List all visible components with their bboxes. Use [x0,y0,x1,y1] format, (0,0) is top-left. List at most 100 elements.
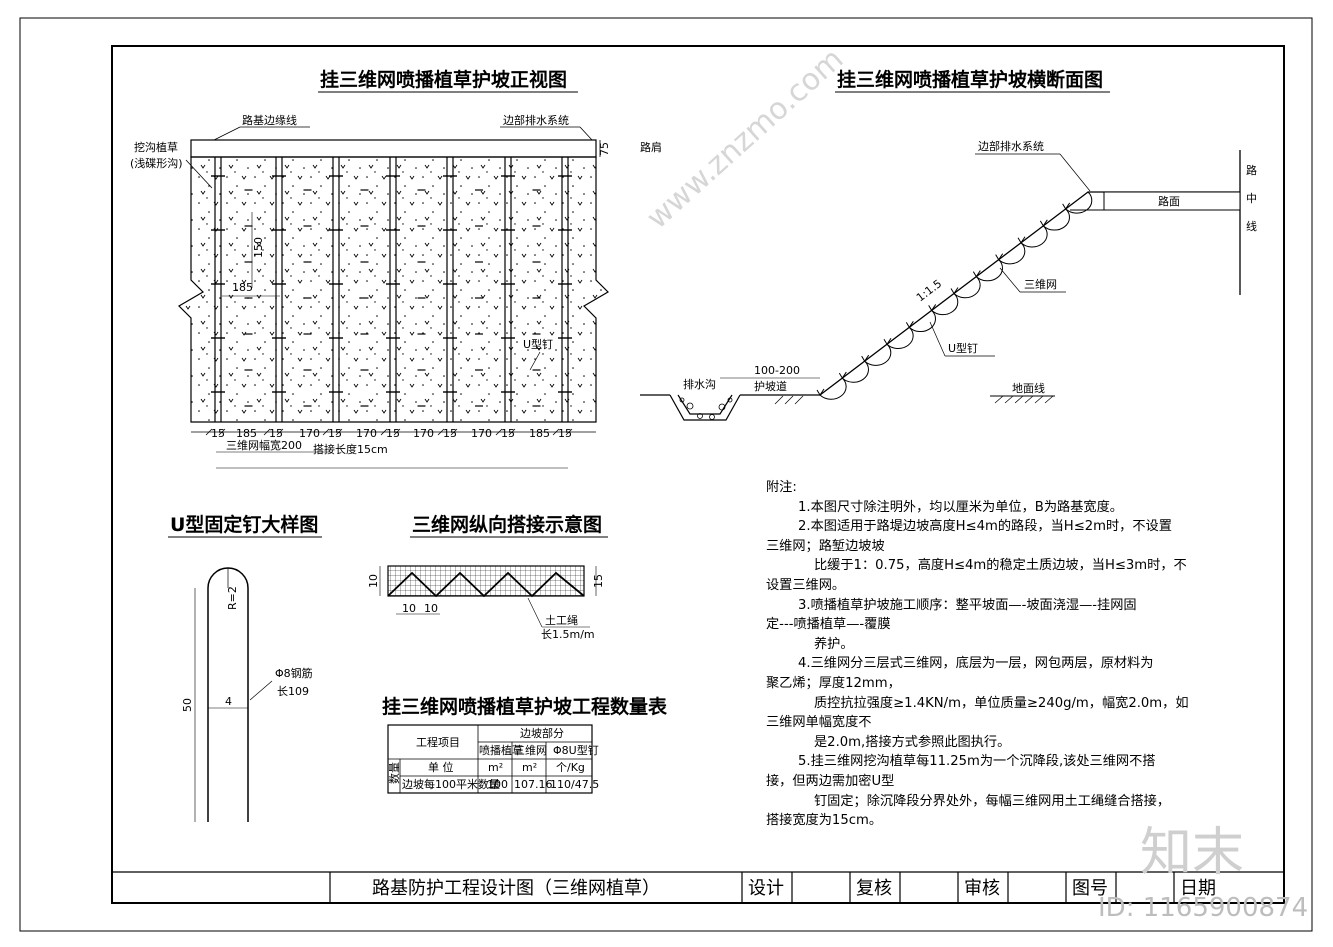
net-scallop [1020,225,1048,248]
dim-tick [565,428,573,436]
label-drain-system: 边部排水系统 [978,139,1044,153]
note-line: 比缓于1：0.75，高度H≤4m的稳定土质边坡，当H≤3m时，不 [814,558,1187,574]
grass-tuft [816,388,825,396]
bottom-dim-label: 15 [443,427,457,440]
review-cell: 复核 [856,878,892,899]
quantity-table [387,724,593,794]
label-shallow-ditch: (浅碟形沟) [130,157,183,170]
inner-frame [111,45,1285,904]
label-ustaple-cross: U型钉 [948,341,978,355]
grass-tuft [950,287,959,295]
grass-tuft [1017,236,1026,244]
bottom-dim-label: 185 [529,427,550,440]
bottom-dim-label: 15 [501,427,515,440]
table-col-staple: Φ8U型钉 [553,743,599,757]
label-centerline-3: 线 [1246,219,1257,233]
note-line: 1.本图尺寸除注明外，均以厘米为单位，B为路基宽度。 [798,499,1123,515]
title-block [112,871,1284,903]
bottom-dim-label: 185 [236,427,257,440]
net-scallop [841,360,869,383]
front-view-title: 挂三维网喷播植草护坡正视图 [320,68,567,91]
note-line: 三维网；路堑边坡坡 [766,538,885,554]
label-road: 路面 [1158,195,1180,208]
notes-heading: 附注: [766,480,797,495]
ustaple-marks [211,175,572,407]
dim-tick [276,428,284,436]
bottom-dim-label: 170 [471,427,492,440]
dim-50: 50 [181,698,194,712]
note-line: 5.挂三维网挖沟植草每11.25m为一个沉降段,该处三维网不搭 [798,754,1156,770]
net-scallop [886,326,914,349]
dim-tick [205,428,213,436]
slope-panel [178,156,609,423]
drawing-title: 路基防护工程设计图（三维网植草） [372,878,660,899]
dim-tick [335,428,343,436]
ground-hatch [774,395,1054,405]
label-3d-net: 三维网 [1024,278,1057,291]
grass-tuft [995,253,1004,261]
outer-frame [19,17,1313,932]
net-scallop [1042,208,1070,231]
note-line: 3.喷播植草护坡施工顺序：整平坡面—-坡面浇湿—-挂网固 [798,597,1137,613]
dim-tick [495,428,503,436]
date-cell: 日期 [1180,878,1216,899]
label-rope-length: 长1.5m/m [541,628,595,641]
dim-tick [508,428,516,436]
label-berm: 护坡道 [754,379,787,393]
table-unit-net: m² [522,761,537,774]
note-line: 搭接宽度为15cm。 [766,813,883,829]
overlap-rope [387,571,585,598]
drain-ditch [669,394,741,421]
label-drain-ditch: 排水沟 [683,377,716,391]
label-roadbed-edge: 路基边缘线 [242,113,297,127]
table-qty-net: 107.16 [514,778,553,791]
shoulder-strip [190,139,597,158]
grass-tuft [883,337,892,346]
note-line: 质控抗拉强度≥1.4KN/m，单位质量≥240g/m，幅宽2.0m，如 [814,695,1189,711]
label-net-width: 三维网幅宽200 [226,438,302,452]
label-slope-ratio: 1:1.5 [914,277,944,304]
slope-line [640,191,1240,396]
notes-block: 附注: 1.本图尺寸除注明外，均以厘米为单位，B为路基宽度。 2.本图适用于路堤… [766,478,1236,831]
label-ditch-grass: 挖沟植草 [134,140,178,154]
dim-r2: R=2 [226,586,239,610]
bottom-dim-label: 15 [211,427,225,440]
table-row-qty-label: 边坡每100平米数量 [402,777,500,791]
grass-tuft [928,304,937,312]
design-cell: 设计 [748,878,784,899]
table-unit-spray: m² [488,761,503,774]
dim-150: 150 [252,237,265,258]
label-rebar-length: 长109 [277,685,309,698]
grass-tuft [1062,202,1071,210]
bottom-dim-label: 15 [269,427,283,440]
dim-tick [393,428,401,436]
grass-tuft [972,270,981,278]
net-scallop [953,276,981,299]
net-scallop [931,293,959,316]
table-col-spray: 喷播植草 [479,743,523,757]
label-geo-rope: 土工绳 [545,613,578,627]
note-line: 聚乙烯；厚度12mm， [766,675,901,691]
bottom-dim-label: 170 [356,427,377,440]
dim-10-a: 10 [402,602,416,615]
audit-cell: 审核 [964,878,1000,899]
net-scallop [998,242,1026,265]
note-line: 钉固定；除沉降段分界处外，每幅三维网用土工绳缝合搭接， [814,793,1171,809]
dim-tick [322,428,330,436]
watermark-logo: 知末 [1140,823,1245,883]
note-line: 是2.0m,搭接方式参照此图执行。 [814,734,1011,750]
label-centerline-1: 路 [1246,164,1257,177]
quantity-table-title: 挂三维网喷播植草护坡工程数量表 [382,695,668,718]
label-centerline-2: 中 [1246,192,1257,205]
note-line: 设置三维网。 [766,577,846,593]
label-ground-line: 地面线 [1012,381,1045,395]
dim-tick [263,428,271,436]
grass-tuft [905,321,914,329]
bottom-dim-label: 15 [328,427,342,440]
note-line: 三维网单幅宽度不 [766,715,872,731]
net-scallop [1065,191,1093,214]
dim-tick [552,428,560,436]
dim-15-right: 15 [592,574,605,588]
bottom-dim-label: 170 [413,427,434,440]
